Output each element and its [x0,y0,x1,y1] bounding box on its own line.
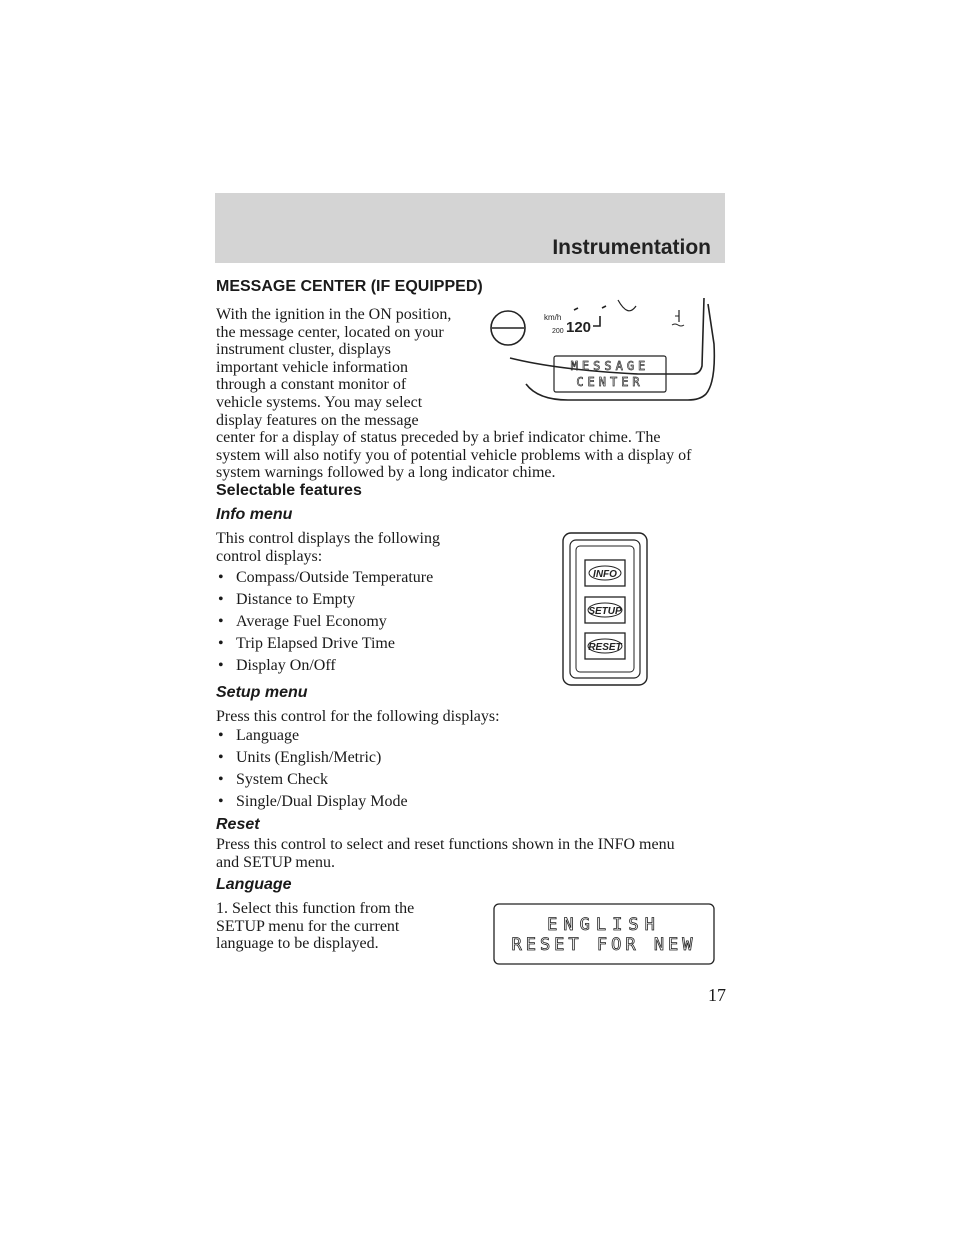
language-line: language to be displayed. [216,935,379,953]
reset-line: Press this control to select and reset f… [216,836,675,853]
section-heading: MESSAGE CENTER (IF EQUIPPED) [216,278,483,295]
intro-line: center for a display of status preceded … [216,429,661,447]
message-center-display [553,355,667,393]
speed-unit: km/h [544,313,561,322]
list-item: Average Fuel Economy [216,611,433,633]
instrument-cluster-illustration: km/h 200 120 MESSAGE CENTER [490,297,716,401]
setup-menu-intro: Press this control for the following dis… [216,708,500,725]
message-center-intro: With the ignition in the ON position, th… [216,306,691,482]
header-band: Instrumentation [215,193,725,263]
language-step: 1. Select this function from the SETUP m… [216,900,414,953]
reset-button-label: RESET [588,642,622,653]
list-item: Trip Elapsed Drive Time [216,633,433,655]
info-button-label: INFO [593,569,617,580]
language-display-illustration: ENGLISH RESET FOR NEW [493,903,715,965]
list-item: Distance to Empty [216,589,433,611]
info-menu-heading: Info menu [216,506,293,523]
reset-line: and SETUP menu. [216,853,335,871]
intro-line: system will also notify you of potential… [216,446,692,464]
intro-line: With the ignition in the ON position, [216,306,452,323]
message-center-controls-illustration: INFO SETUP RESET [562,532,648,686]
speed-tick-big: 120 [566,319,591,336]
intro-line: system warnings followed by a long indic… [216,464,556,482]
info-button[interactable]: INFO [584,559,626,587]
setup-menu-heading: Setup menu [216,684,308,701]
language-display-line-1: ENGLISH [547,915,661,935]
info-menu-list: Compass/Outside Temperature Distance to … [216,567,433,677]
reset-button[interactable]: RESET [584,632,626,660]
intro-line: the message center, located on your [216,323,444,341]
page-number: 17 [708,985,726,1005]
reset-description: Press this control to select and reset f… [216,836,675,871]
intro-line: vehicle systems. You may select [216,393,423,411]
list-item: Single/Dual Display Mode [216,791,408,813]
language-heading: Language [216,876,292,893]
intro-line: instrument cluster, displays [216,341,391,359]
page-section-title: Instrumentation [552,236,711,259]
gauge-dial [490,310,526,346]
list-item: Units (English/Metric) [216,747,408,769]
reset-heading: Reset [216,816,260,833]
display-line-1: MESSAGE [571,359,650,373]
info-intro-line: control displays: [216,547,323,565]
list-item: Compass/Outside Temperature [216,567,433,589]
list-item: System Check [216,769,408,791]
display-line-2: CENTER [576,375,643,389]
info-menu-intro: This control displays the following cont… [216,530,440,565]
list-item: Language [216,725,408,747]
intro-line: through a constant monitor of [216,376,407,394]
language-line: 1. Select this function from the [216,900,415,917]
language-display-line-2: RESET FOR NEW [511,935,696,955]
info-intro-line: This control displays the following [216,530,440,547]
intro-line: important vehicle information [216,358,408,376]
setup-button[interactable]: SETUP [584,596,626,624]
coolant-icon [671,310,685,327]
selectable-features-heading: Selectable features [216,482,362,499]
speed-tick-small: 200 [552,328,564,335]
intro-line: display features on the message [216,411,419,429]
setup-button-label: SETUP [588,606,622,617]
language-line: SETUP menu for the current [216,917,400,935]
list-item: Display On/Off [216,655,433,677]
setup-menu-list: Language Units (English/Metric) System C… [216,725,408,813]
